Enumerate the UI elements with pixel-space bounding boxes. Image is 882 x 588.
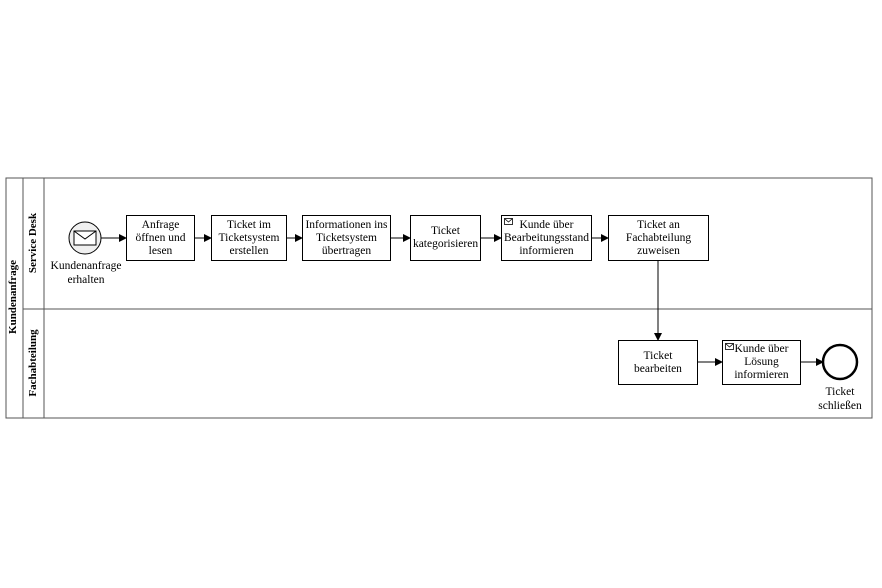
envelope-icon <box>73 230 97 246</box>
task-label: Kunde über Lösung informieren <box>734 343 789 381</box>
pool-label: Kundenanfrage <box>7 260 19 334</box>
lane-label-fachabteilung: Fachabteilung <box>27 329 39 397</box>
task-label: Ticket kategorisieren <box>412 225 479 250</box>
task-anfrage-oeffnen[interactable]: Anfrage öffnen und lesen <box>126 215 195 261</box>
task-label: Ticket im Ticketsystem erstellen <box>218 218 280 257</box>
task-informationen-uebertragen[interactable]: Informationen ins Ticketsystem übertrage… <box>302 215 391 261</box>
task-label: Anfrage öffnen und lesen <box>135 218 186 257</box>
envelope-icon <box>504 218 513 225</box>
task-label: Informationen ins Ticketsystem übertrage… <box>305 218 388 257</box>
task-label: Kunde über Bearbeitungsstand informieren <box>504 218 589 257</box>
sequence-flows <box>101 234 824 366</box>
task-ticket-kategorisieren[interactable]: Ticket kategorisieren <box>410 215 481 261</box>
lane-label-service-desk: Service Desk <box>27 212 39 274</box>
pool-border <box>5 177 873 419</box>
task-kunde-bearbeitungsstand[interactable]: Kunde über Bearbeitungsstand informieren <box>501 215 592 261</box>
task-ticket-erstellen[interactable]: Ticket im Ticketsystem erstellen <box>211 215 287 261</box>
task-ticket-zuweisen[interactable]: Ticket an Fachabteilung zuweisen <box>608 215 709 261</box>
task-label: Ticket an Fachabteilung zuweisen <box>625 218 692 257</box>
task-ticket-bearbeiten[interactable]: Ticket bearbeiten <box>618 340 698 385</box>
envelope-icon <box>725 343 734 350</box>
task-kunde-loesung[interactable]: Kunde über Lösung informieren <box>722 340 801 385</box>
end-event-label: Ticket schließen <box>818 386 862 412</box>
start-event-label: Kundenanfrage erhalten <box>50 260 122 286</box>
task-label: Ticket bearbeiten <box>634 349 682 375</box>
end-event <box>821 343 859 381</box>
